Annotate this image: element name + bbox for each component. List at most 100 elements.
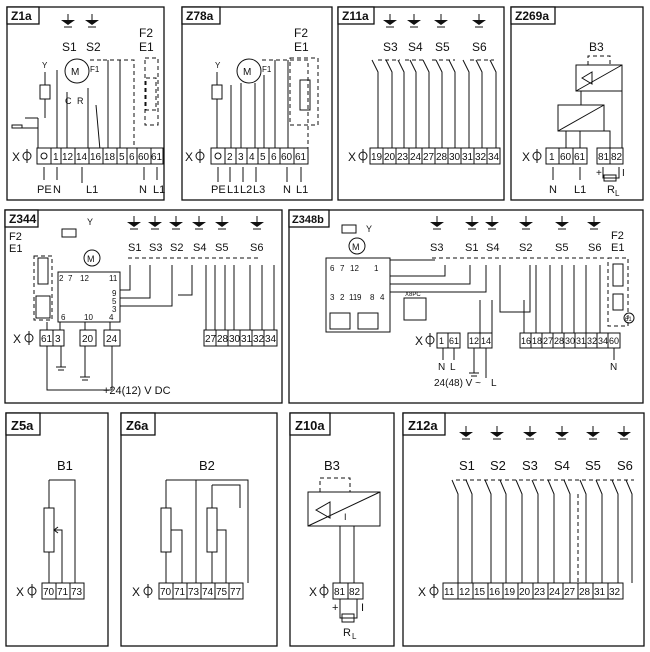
switch-label: S3: [149, 242, 162, 254]
inner-terminal: 11: [109, 274, 118, 283]
terminal-number: 16: [90, 152, 102, 163]
switch-label: S1: [465, 242, 478, 254]
terminal-number: 60: [281, 152, 293, 163]
feed-label: N: [438, 362, 445, 373]
terminal-strip: 1 60 61 81 82: [545, 147, 624, 165]
terminal-number: 71: [174, 587, 186, 598]
terminal-number: 6: [129, 152, 135, 163]
terminal-number: 4: [249, 152, 255, 163]
transducer-icon: [575, 64, 623, 92]
control-unit-box: [325, 257, 391, 333]
inner-terminal: 10: [84, 313, 93, 322]
terminal-strip-label: X: [418, 585, 426, 599]
feed-label: L2: [240, 184, 252, 196]
terminal-number: 34: [265, 334, 277, 345]
terminal-number: 30: [449, 152, 461, 163]
terminal-number: 30: [229, 334, 241, 345]
inner-terminal: 3: [330, 293, 335, 302]
terminal-number: 1: [549, 152, 555, 163]
terminal-number: 27: [543, 336, 553, 346]
current-label: I: [361, 602, 364, 614]
terminal-number: 73: [71, 587, 83, 598]
y-label: Y: [87, 217, 93, 227]
inner-terminal: 8: [370, 293, 375, 302]
terminal-number: 15: [474, 587, 486, 598]
panel-tag: Z11a: [342, 9, 369, 23]
feed-label: N: [283, 184, 291, 196]
terminal-number: 74: [202, 587, 214, 598]
terminal-number: 12: [62, 152, 74, 163]
y-label: Y: [42, 61, 48, 70]
terminal-number: 30: [565, 336, 575, 346]
terminal-number: 5: [260, 152, 266, 163]
supply-label: +24(12) V DC: [103, 385, 171, 397]
inner-terminal: 12: [350, 264, 359, 273]
terminal-number: 19: [504, 587, 516, 598]
terminal-number: 14: [481, 336, 491, 346]
y-label: Y: [215, 61, 221, 70]
terminal-strip: 1 12 14 16 18 5 6 60 61: [36, 147, 164, 165]
terminal-number: 75: [216, 587, 228, 598]
terminal-strip-label: X: [132, 585, 140, 599]
heater-label: E1: [9, 243, 22, 255]
terminal-strip-label: X: [522, 150, 530, 164]
terminal-number: 27: [564, 587, 576, 598]
terminal-number: 31: [241, 334, 253, 345]
terminal-strip-label: X: [13, 332, 21, 346]
panel-tag: Z5a: [11, 418, 34, 433]
switch-label: S5: [585, 458, 601, 473]
terminal-number: 23: [397, 152, 409, 163]
terminal-number: 16: [521, 336, 531, 346]
terminal-strip-label: X: [348, 150, 356, 164]
load-sub-label: L: [615, 189, 620, 198]
motor-label: M: [352, 242, 360, 252]
switch-label: S1: [62, 40, 77, 54]
motor-icon: [348, 237, 366, 255]
terminal-strip: 70 71 73 74 75 77: [158, 582, 244, 600]
terminal-number: 31: [462, 152, 474, 163]
terminal-number: 11: [444, 587, 455, 598]
supply-phase-label: L: [491, 378, 497, 389]
terminal-number: 20: [519, 587, 531, 598]
terminal-number: 16: [489, 587, 501, 598]
feed-label: PE: [211, 184, 226, 196]
terminal-strip: 2 3 4 5 6 60 61: [210, 147, 309, 165]
inner-terminal: 4: [380, 293, 385, 302]
terminal-number: 60: [138, 152, 150, 163]
terminal-number: 32: [609, 587, 621, 598]
terminal-number: 73: [188, 587, 200, 598]
inner-terminal: 12: [80, 274, 89, 283]
inner-terminal: 2: [59, 274, 64, 283]
terminal-number: 24: [549, 587, 561, 598]
feed-label: L1: [153, 184, 165, 196]
earth-terminal-icon: [214, 152, 222, 160]
terminal-number: 3: [238, 152, 244, 163]
inner-terminal: 6: [61, 313, 66, 322]
panel-z348b: Z348b Y M 6 7 12 1 3 2 11 9 8 4 X8PC S3 …: [288, 209, 644, 404]
switch-label: S6: [617, 458, 633, 473]
earth-terminal-icon: [40, 152, 48, 160]
terminal-number: 1: [53, 152, 59, 163]
feed-label: N: [139, 184, 147, 196]
panel-z6a: Z6a B2 X 70 71 73 74 75 77: [120, 412, 278, 647]
terminal-number: 82: [611, 152, 623, 163]
inner-terminal: 11: [349, 293, 358, 302]
plus-label: +: [332, 602, 338, 614]
switch-label: S4: [554, 458, 570, 473]
heater-label: E1: [294, 40, 309, 54]
terminal-number: 61: [41, 334, 53, 345]
load-label: R: [343, 627, 351, 639]
inner-terminal: 2: [340, 293, 345, 302]
terminal-number: 12: [469, 336, 479, 346]
terminal-number: 14: [76, 152, 88, 163]
switch-label: S6: [472, 40, 487, 54]
switch-label: S2: [519, 242, 532, 254]
terminal-number: 31: [594, 587, 606, 598]
output-label: I: [344, 512, 347, 522]
fuse-label: F2: [294, 26, 308, 40]
terminal-number: 34: [488, 152, 500, 163]
load-resistor-icon: [341, 613, 355, 623]
inner-terminal: 1: [374, 264, 379, 273]
feed-label: PE: [37, 184, 52, 196]
motor-label: M: [87, 254, 95, 264]
